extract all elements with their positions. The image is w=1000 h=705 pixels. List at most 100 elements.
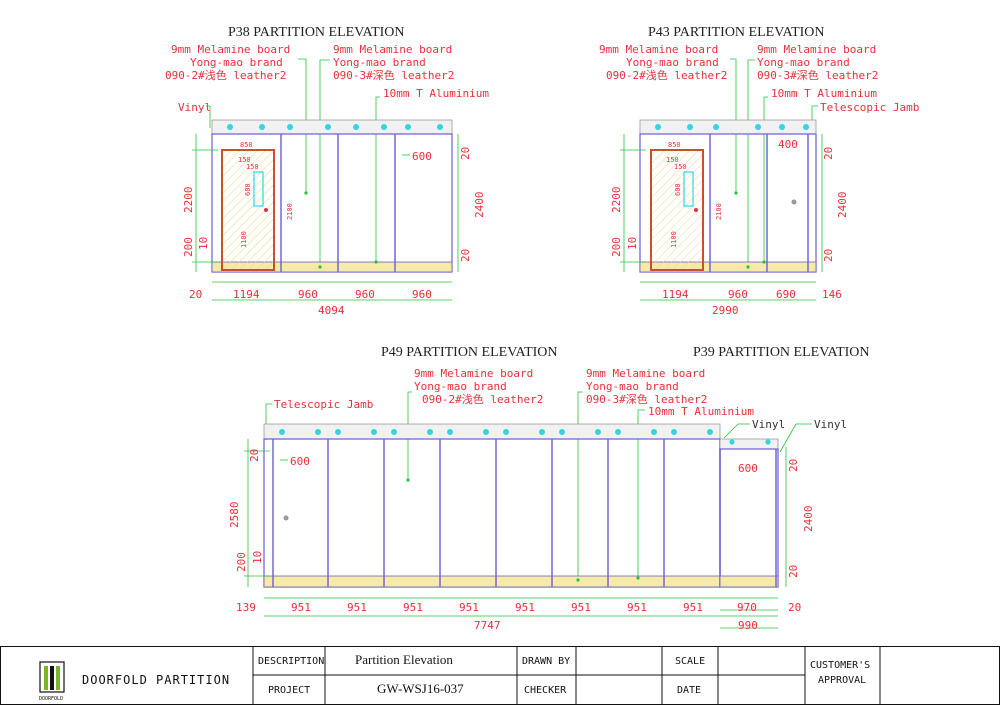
approval-label-2: APPROVAL <box>818 675 866 686</box>
p49-note-board-dark-2: Yong-mao brand <box>586 380 679 393</box>
p49-dim-bottom-3: 951 <box>403 601 423 614</box>
company-name: DOORFOLD PARTITION <box>82 673 230 687</box>
p49-dim-bottom-8: 951 <box>683 601 703 614</box>
p38-note-board-dark-2: Yong-mao brand <box>333 56 426 69</box>
p43-dim-panel-400: 400 <box>778 138 798 151</box>
p49-dim-bottom-6: 951 <box>571 601 591 614</box>
p43-dim-bottom-2: 690 <box>776 288 796 301</box>
p49-title: P49 PARTITION ELEVATION <box>381 345 558 360</box>
description-label: DESCRIPTION <box>258 656 324 667</box>
project-value: GW-WSJ16-037 <box>377 681 464 696</box>
p43-note-aluminium: 10mm T Aluminium <box>771 87 877 100</box>
p43-note-board-dark-2: Yong-mao brand <box>757 56 850 69</box>
p38-glass-w2: 150 <box>246 163 259 171</box>
p38-track-markers <box>227 124 443 130</box>
p49-dim-bottom-5: 951 <box>515 601 535 614</box>
p39-dim-right-20-top: 20 <box>787 459 800 472</box>
p38-leaders <box>206 58 380 268</box>
p43-note-board-light-3: 090-2#浅色 leather2 <box>606 68 727 82</box>
p49-dim-left-200: 200 <box>235 552 248 572</box>
project-label: PROJECT <box>268 685 310 696</box>
p38-dim-right-2400: 2400 <box>473 192 486 219</box>
p39-note-vinyl-b: Vinyl <box>814 418 847 431</box>
p49-dim-left-10: 10 <box>251 551 264 564</box>
p43-dim-right-2400: 2400 <box>836 192 849 219</box>
p43-dim-left-10: 10 <box>626 237 639 250</box>
p49-note-board-light-2: Yong-mao brand <box>414 380 507 393</box>
p43-dim-bottom-1: 960 <box>728 288 748 301</box>
p49-jamb-knob <box>283 515 289 521</box>
p38-dim-left-10: 10 <box>197 237 210 250</box>
p43-glass-w: 150 <box>666 156 679 164</box>
p49-dim-bottom-4: 951 <box>459 601 479 614</box>
p49-dim-panel-600: 600 <box>290 455 310 468</box>
p38-dim-bottom-1: 1194 <box>233 288 260 301</box>
p38-note-board-dark-3: 090-3#深色 leather2 <box>333 68 454 82</box>
p38-handle-h: 1100 <box>240 231 248 248</box>
doorfold-logo: DOORFOLD <box>39 661 65 702</box>
p43-glass-w2: 150 <box>674 163 687 171</box>
p49-dim-bottom-7: 951 <box>627 601 647 614</box>
p38-title: P38 PARTITION ELEVATION <box>228 25 405 40</box>
p43-dim-left-2200: 2200 <box>610 187 623 214</box>
p43-dim-bottom-0: 1194 <box>662 288 689 301</box>
p38-dim-right-20-bottom: 20 <box>459 249 472 262</box>
p39-dim-panel-600: 600 <box>738 462 758 475</box>
p38-note-board-light-1: 9mm Melamine board <box>171 43 290 56</box>
p38-dim-total: 4094 <box>318 304 345 317</box>
approval-label-1: CUSTOMER'S <box>810 660 870 671</box>
p49-dim-bottom-0: 139 <box>236 601 256 614</box>
scale-label: SCALE <box>675 656 705 667</box>
p39-dim-bottom-1: 20 <box>788 601 801 614</box>
p43-dim-right-20-top: 20 <box>822 147 835 160</box>
p49-note-board-dark-3: 090-3#深色 leather2 <box>586 392 707 406</box>
p38-door-handle <box>264 208 268 212</box>
p39-dim-right-2400: 2400 <box>802 506 815 533</box>
p38-note-vinyl: Vinyl <box>178 101 211 114</box>
p43-door-width: 850 <box>668 141 681 149</box>
p49-note-board-dark-1: 9mm Melamine board <box>586 367 705 380</box>
p38-note-board-light-2: Yong-mao brand <box>190 56 283 69</box>
p43-handle-h: 1100 <box>670 231 678 248</box>
checker-label: CHECKER <box>524 685 567 696</box>
p43-note-board-light-1: 9mm Melamine board <box>599 43 718 56</box>
p39-dim-bottom-0: 970 <box>737 601 757 614</box>
p38-door-glass <box>253 171 264 207</box>
title-block: DOORFOLD DOORFOLD PARTITION DESCRIPTION … <box>0 646 1000 705</box>
p43-dim-total: 2990 <box>712 304 739 317</box>
p49-elevation: P49 PARTITION ELEVATION Telescopic Jamb … <box>228 345 778 632</box>
p43-elevation: P43 PARTITION ELEVATION 9mm Melamine boa… <box>599 25 919 317</box>
p49-note-aluminium: 10mm T Aluminium <box>648 405 754 418</box>
p38-note-board-dark-1: 9mm Melamine board <box>333 43 452 56</box>
p43-title: P43 PARTITION ELEVATION <box>648 25 825 40</box>
p38-dim-bottom-0: 20 <box>189 288 202 301</box>
p43-dim-bottom-3: 146 <box>822 288 842 301</box>
p49-note-board-light-3: 090-2#浅色 leather2 <box>422 392 543 406</box>
p38-glass-h: 600 <box>244 183 252 196</box>
p49-dim-bottom-2: 951 <box>347 601 367 614</box>
p39-note-vinyl-a: Vinyl <box>752 418 785 431</box>
drawn-by-label: DRAWN BY <box>522 656 570 667</box>
p49-dim-left-20: 20 <box>248 449 261 462</box>
logo-text: DOORFOLD <box>39 696 63 702</box>
p43-note-board-dark-1: 9mm Melamine board <box>757 43 876 56</box>
p43-note-board-light-2: Yong-mao brand <box>626 56 719 69</box>
p49-note-jamb: Telescopic Jamb <box>274 398 373 411</box>
p38-dim-left-2200: 2200 <box>182 187 195 214</box>
p38-dim-left-200: 200 <box>182 237 195 257</box>
p38-elevation: P38 PARTITION ELEVATION 9mm Melamine boa… <box>165 25 489 317</box>
p49-dim-total: 7747 <box>474 619 501 632</box>
p38-panel-joints <box>280 134 396 272</box>
p38-dim-panel-600: 600 <box>412 150 432 163</box>
p39-title: P39 PARTITION ELEVATION <box>693 345 870 360</box>
p38-glass-w: 150 <box>238 156 251 164</box>
date-label: DATE <box>677 685 701 696</box>
p43-note-jamb: Telescopic Jamb <box>820 101 919 114</box>
p38-door-h: 2100 <box>286 203 294 220</box>
p49-dim-bottom-1: 951 <box>291 601 311 614</box>
p38-note-board-light-3: 090-2#浅色 leather2 <box>165 68 286 82</box>
p49-note-board-light-1: 9mm Melamine board <box>414 367 533 380</box>
p43-dim-left-200: 200 <box>610 237 623 257</box>
p49-dim-left-2580: 2580 <box>228 502 241 529</box>
